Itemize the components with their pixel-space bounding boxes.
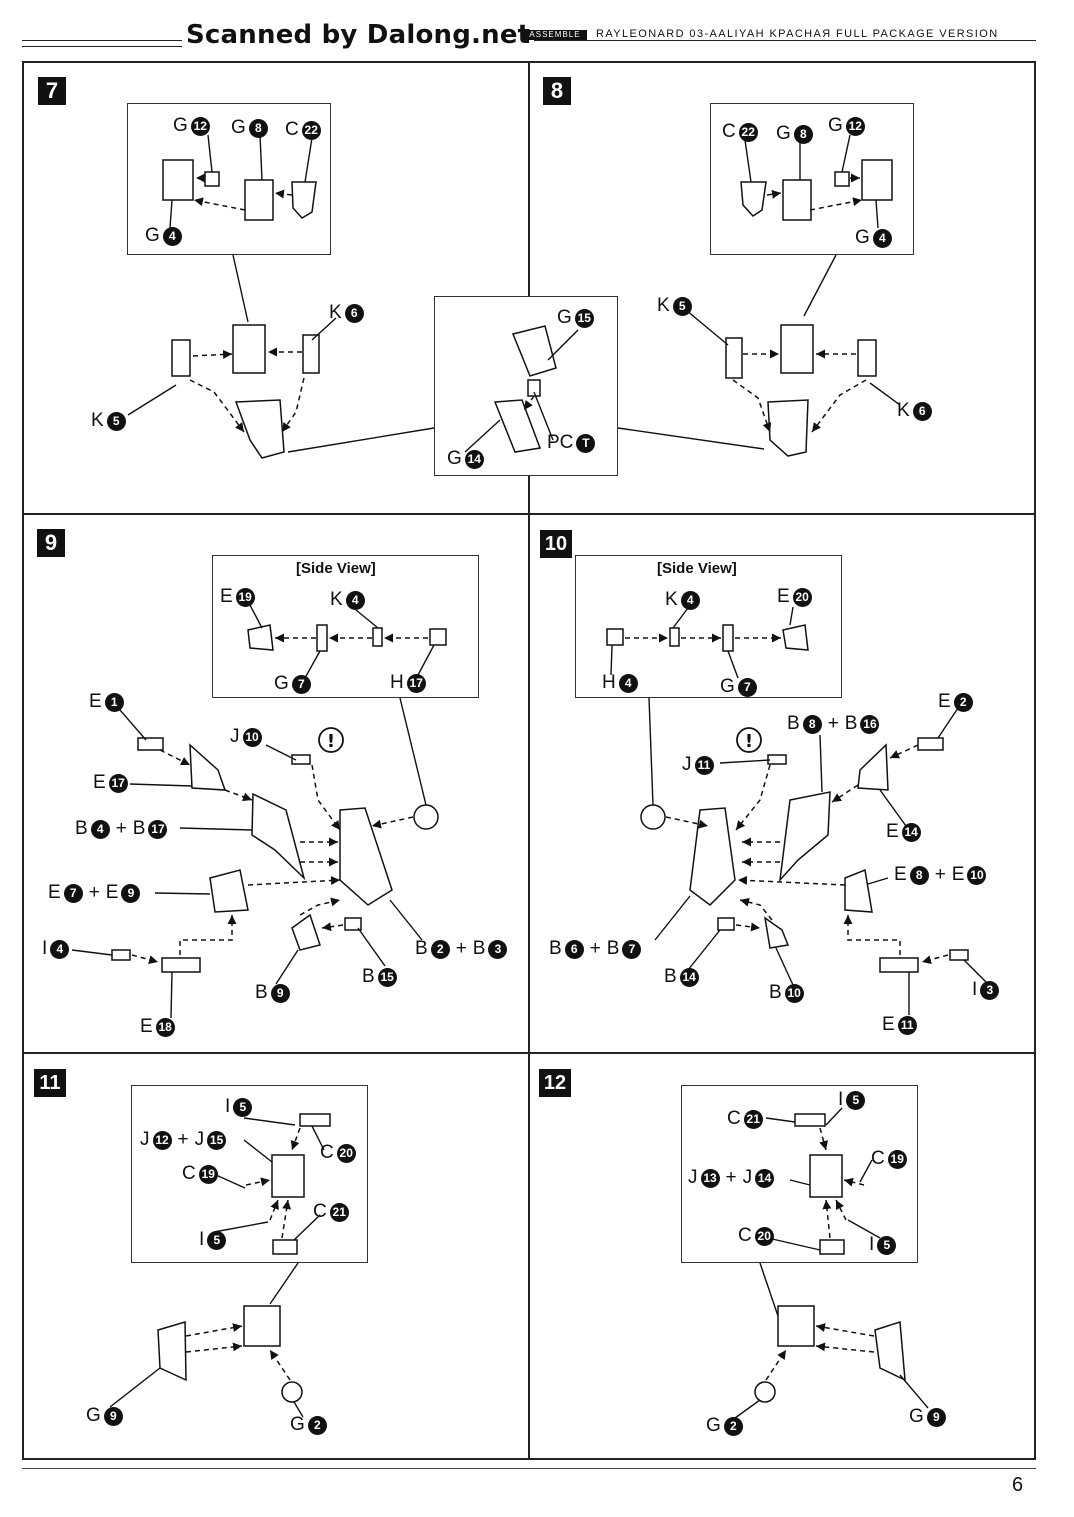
step-number: 11 bbox=[34, 1069, 66, 1097]
step-number: 8 bbox=[543, 77, 571, 105]
footer-rule bbox=[22, 1468, 1036, 1469]
row-divider-1 bbox=[22, 513, 1036, 515]
step-number: 12 bbox=[539, 1069, 571, 1097]
side-view-inset bbox=[212, 555, 479, 698]
svg-text:!: ! bbox=[745, 731, 753, 752]
exclamation-icon: ! bbox=[736, 727, 762, 753]
product-title: RAYLEONARD 03-AALIYAH KPACHAЯ FULL PACKA… bbox=[596, 28, 999, 40]
row-divider-2 bbox=[22, 1052, 1036, 1054]
side-view-title: [Side View] bbox=[296, 560, 376, 577]
assemble-tag: ASSEMBLE bbox=[523, 30, 587, 40]
detail-inset bbox=[127, 103, 331, 255]
step-number: 7 bbox=[38, 77, 66, 105]
svg-text:!: ! bbox=[327, 731, 335, 752]
side-view-title: [Side View] bbox=[657, 560, 737, 577]
scan-credit: Scanned by Dalong.net bbox=[182, 20, 535, 50]
step-number: 10 bbox=[540, 530, 572, 558]
part-drawing bbox=[162, 159, 194, 201]
exclamation-icon: ! bbox=[318, 727, 344, 753]
step-number: 9 bbox=[37, 529, 65, 557]
vertical-divider bbox=[528, 61, 530, 1460]
page-number: 6 bbox=[1012, 1474, 1024, 1496]
